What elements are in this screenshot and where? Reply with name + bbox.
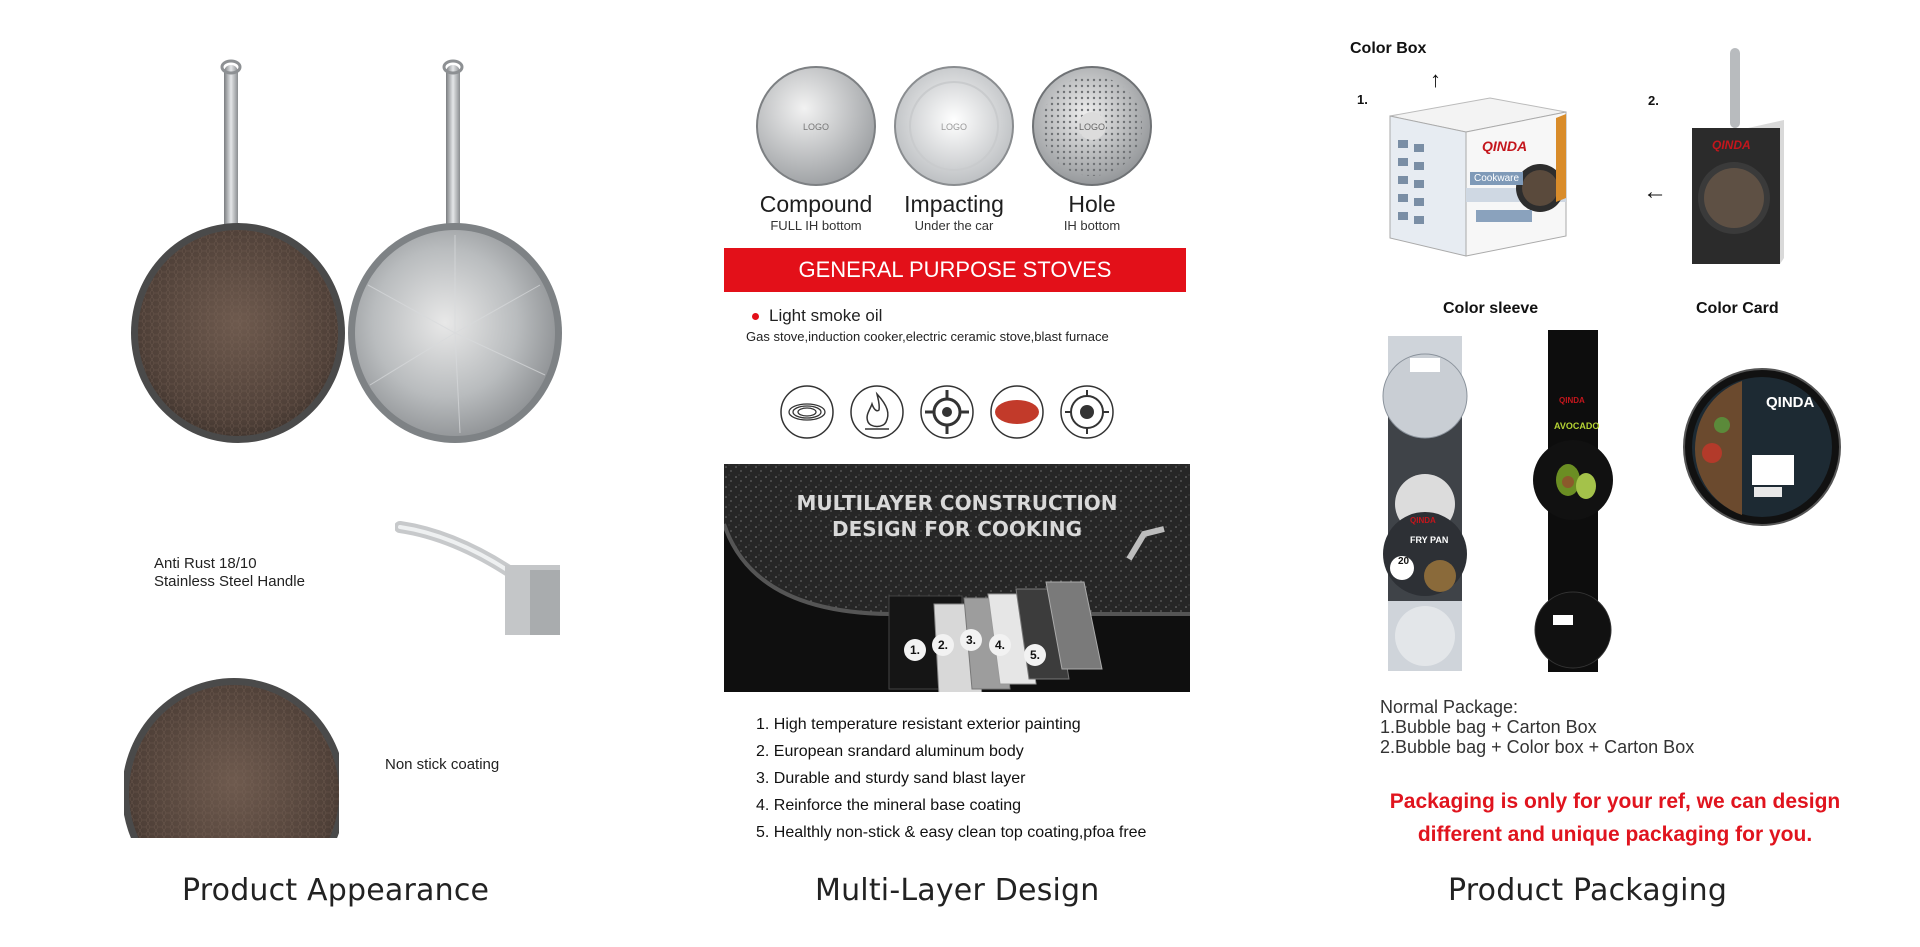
bottom-disc-hole: LOGO bbox=[1032, 66, 1152, 186]
gas-burner-icon bbox=[920, 385, 974, 439]
sleeve-2-product: AVOCADO bbox=[1554, 421, 1600, 431]
gas-flame-icon bbox=[850, 385, 904, 439]
bullet-text: Light smoke oil bbox=[769, 306, 883, 325]
disc-subtitle-hole: IH bottom bbox=[1063, 218, 1121, 233]
color-box-label: Color Box bbox=[1350, 40, 1427, 57]
layer-number-3-badge: 3. bbox=[960, 629, 982, 651]
stoves-banner: GENERAL PURPOSE STOVES bbox=[724, 248, 1186, 292]
color-box-2-brand: QINDA bbox=[1712, 138, 1751, 152]
color-card-label: Color Card bbox=[1696, 300, 1779, 317]
normal-package-title: Normal Package: bbox=[1380, 697, 1519, 717]
product-appearance-caption: Product Appearance bbox=[182, 873, 490, 908]
arrow-up-icon: ↑ bbox=[1430, 67, 1441, 92]
handle-label: Anti Rust 18/10 Stainless Steel Handle bbox=[154, 555, 305, 591]
construction-title-line2: DESIGN FOR COOKING bbox=[831, 517, 1083, 541]
handle-label-line2: Stainless Steel Handle bbox=[154, 573, 305, 590]
disc-subtitle-impacting: Under the car bbox=[914, 218, 994, 233]
color-sleeve-label: Color sleeve bbox=[1443, 300, 1539, 317]
construction-title-line1: MULTILAYER CONSTRUCTION bbox=[796, 491, 1118, 515]
disc-title-hole: Hole bbox=[1068, 191, 1116, 217]
color-box-brand: QINDA bbox=[1482, 138, 1528, 154]
layer-item-2: 2. European srandard aluminum body bbox=[756, 743, 1024, 760]
color-card-brand: QINDA bbox=[1766, 394, 1815, 411]
layer-number-4: 4. bbox=[989, 634, 1011, 656]
svg-text:LOGO: LOGO bbox=[1079, 122, 1105, 132]
package-number-1: 1. bbox=[1357, 92, 1368, 107]
construction-graphic bbox=[724, 464, 1190, 692]
stove-icons-row bbox=[780, 385, 1114, 439]
halogen-hob-icon bbox=[1060, 385, 1114, 439]
svg-text:LOGO: LOGO bbox=[803, 122, 829, 132]
induction-coil-icon bbox=[780, 385, 834, 439]
bullet-row: Light smoke oil bbox=[752, 306, 882, 326]
color-box-2-image bbox=[1692, 48, 1784, 264]
svg-text:LOGO: LOGO bbox=[941, 122, 967, 132]
stoves-banner-text: GENERAL PURPOSE STOVES bbox=[798, 257, 1112, 282]
bullet-dot-icon bbox=[752, 312, 759, 320]
sleeve-1-size: 20 bbox=[1398, 556, 1410, 567]
product-packaging-panel: Color Box 1. ↑ QINDA Cookware 2. ← QINDA… bbox=[1330, 0, 1920, 947]
packaging-note-line1: Packaging is only for your ref, we can d… bbox=[1389, 790, 1841, 813]
normal-package-option-2: 2.Bubble bag + Color box + Carton Box bbox=[1380, 737, 1695, 757]
package-number-2: 2. bbox=[1648, 93, 1659, 108]
ceramic-plate-icon bbox=[990, 385, 1044, 439]
bottom-disc-compound: LOGO bbox=[756, 66, 876, 186]
coating-closeup-photo bbox=[124, 678, 339, 838]
layer-item-1: 1. High temperature resistant exterior p… bbox=[756, 716, 1081, 733]
multi-layer-design-caption: Multi-Layer Design bbox=[815, 873, 1100, 908]
disc-title-compound: Compound bbox=[759, 191, 873, 217]
packaging-note-line2: different and unique packaging for you. bbox=[1417, 823, 1813, 846]
layer-item-4: 4. Reinforce the mineral base coating bbox=[756, 797, 1022, 814]
layer-number-2: 2. bbox=[932, 634, 954, 656]
packaging-note: Packaging is only for your ref, we can d… bbox=[1350, 785, 1880, 851]
sleeve-1-product: FRY PAN bbox=[1410, 535, 1449, 545]
handle-closeup-photo bbox=[395, 521, 560, 635]
product-packaging-caption: Product Packaging bbox=[1448, 873, 1728, 908]
layer-list: 1. High temperature resistant exterior p… bbox=[756, 716, 1146, 851]
layer-number-5: 5. bbox=[1024, 644, 1046, 666]
sleeve-1-brand: QINDA bbox=[1410, 516, 1436, 525]
arrow-left-icon: ← bbox=[1643, 178, 1667, 205]
fry-pans-photo bbox=[131, 59, 562, 443]
normal-package-option-1: 1.Bubble bag + Carton Box bbox=[1380, 717, 1597, 737]
construction-title: MULTILAYER CONSTRUCTION DESIGN FOR COOKI… bbox=[724, 490, 1190, 542]
coating-label: Non stick coating bbox=[385, 756, 500, 773]
multi-layer-design-panel: LOGO LOGO LOGO Compound FULL IH bottom I… bbox=[700, 0, 1220, 947]
sleeve-2-brand: QINDA bbox=[1559, 396, 1585, 405]
layer-item-5: 5. Healthly non-stick & easy clean top c… bbox=[756, 824, 1147, 841]
construction-image: MULTILAYER CONSTRUCTION DESIGN FOR COOKI… bbox=[724, 464, 1190, 692]
layer-number-1: 1. bbox=[904, 639, 926, 661]
color-box-tag: Cookware bbox=[1470, 172, 1524, 185]
product-appearance-panel: Anti Rust 18/10 Stainless Steel Handle N… bbox=[0, 0, 640, 947]
disc-title-impacting: Impacting bbox=[904, 191, 1004, 217]
color-box-image bbox=[1389, 97, 1567, 257]
layer-item-3: 3. Durable and sturdy sand blast layer bbox=[756, 770, 1026, 787]
color-sleeve-1-image bbox=[1382, 336, 1468, 671]
stoves-text: Gas stove,induction cooker,electric cera… bbox=[746, 329, 1109, 344]
disc-subtitle-compound: FULL IH bottom bbox=[770, 218, 862, 233]
color-card-image bbox=[1683, 368, 1841, 526]
handle-label-line1: Anti Rust 18/10 bbox=[154, 555, 257, 572]
bottom-disc-impacting: LOGO bbox=[894, 66, 1014, 186]
color-sleeve-2-image bbox=[1533, 330, 1613, 672]
